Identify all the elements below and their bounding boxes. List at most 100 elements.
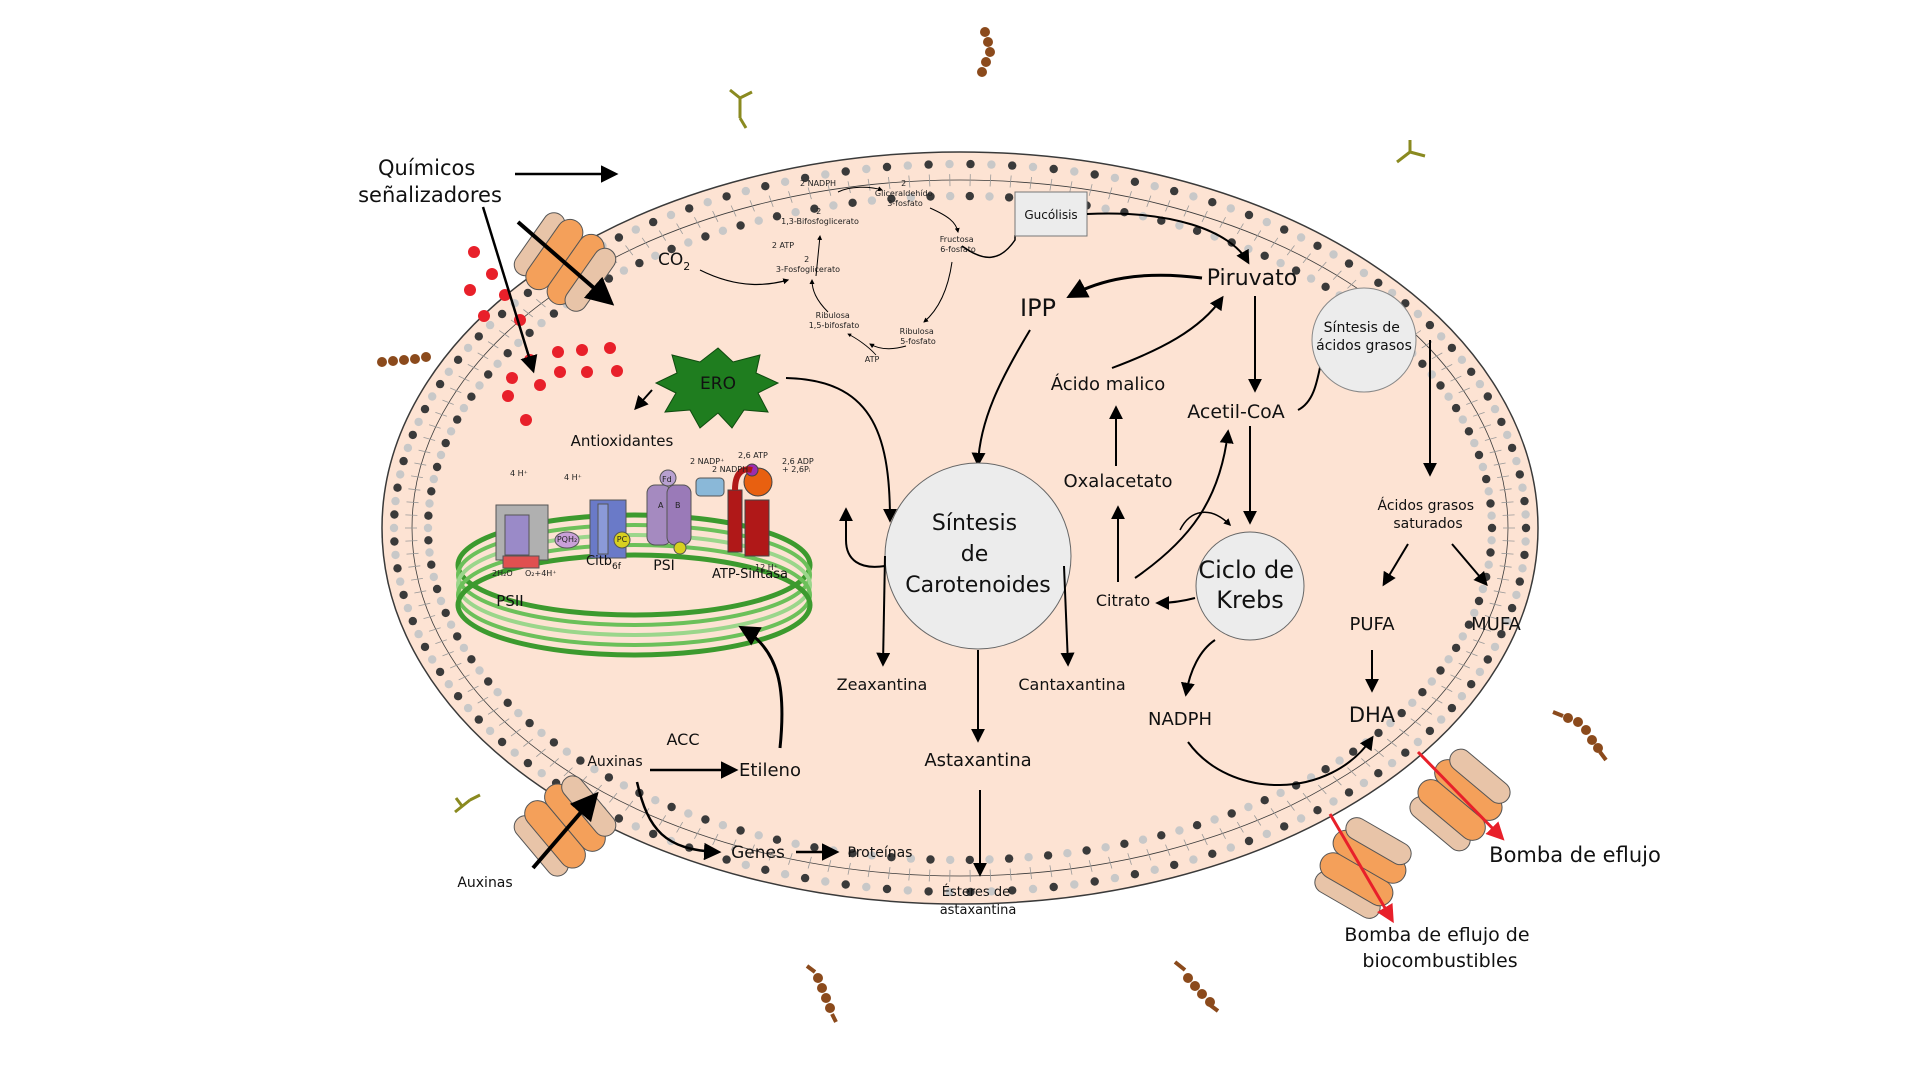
saturated-label: Ácidos grasos saturados	[1378, 497, 1479, 532]
lipid-head-outer	[703, 198, 712, 207]
lipid-head-inner	[667, 244, 676, 254]
signal-arrow-c	[516, 220, 615, 306]
lipid-head-outer	[396, 470, 405, 479]
lipid-head-inner	[736, 221, 745, 230]
lipid-head-outer	[1329, 250, 1338, 259]
lipid-tail	[1009, 868, 1012, 881]
lipid-tail	[989, 869, 992, 882]
lipid-head-inner	[525, 718, 534, 728]
lipid-head-inner	[1486, 499, 1495, 508]
lipid-tail	[676, 821, 684, 833]
lipid-tail	[730, 205, 737, 217]
lipid-tail	[1318, 261, 1327, 272]
lipid-head-inner	[423, 523, 433, 533]
lipid-tail	[423, 437, 436, 441]
lipid-head-outer	[1507, 603, 1517, 613]
lipid-head-outer	[924, 160, 933, 169]
lipid-head-outer	[390, 510, 399, 519]
lipid-head-inner	[537, 728, 546, 738]
lipid-head-inner	[425, 548, 434, 557]
lipid-head-inner	[736, 826, 745, 835]
lipid-head-inner	[906, 193, 916, 202]
lipid-head-inner	[424, 511, 433, 520]
calvin-ribulose15: Ribulosa 1,5-bifosfato	[809, 311, 860, 330]
ipp-label: IPP	[1020, 294, 1056, 322]
lipid-tail	[1183, 205, 1190, 217]
lipid-head-outer	[945, 887, 954, 897]
nadph-small-label: 2 NADPH	[712, 465, 748, 474]
pc-label: PC	[617, 535, 628, 544]
efflux-pump-label: Bomba de eflujo	[1489, 843, 1661, 867]
lipid-head-outer	[420, 642, 430, 652]
lipid-head-outer	[1359, 778, 1369, 788]
lipid-head-inner	[946, 191, 955, 201]
lipid-head-outer	[841, 167, 850, 176]
arrow-malico-piruvato	[1111, 295, 1224, 369]
lipid-tail	[442, 651, 454, 657]
lipid-head-outer	[1401, 748, 1410, 757]
glycolysis-box	[1014, 191, 1088, 237]
lipid-head-outer	[497, 309, 507, 319]
lipid-tail	[1069, 862, 1073, 875]
lipid-head-outer	[1296, 233, 1306, 242]
lipid-head-outer	[396, 577, 405, 586]
efflux-red-arrow	[1416, 750, 1505, 841]
arrow-ipp-carotenoid	[971, 329, 1031, 467]
lipid-tail	[1201, 833, 1208, 846]
lipid-tail	[406, 501, 419, 504]
lipid-tail	[467, 685, 479, 692]
lipid-tail	[908, 868, 911, 881]
lipid-tail	[487, 341, 499, 349]
genes-label: Genes	[731, 843, 785, 863]
lipid-head-outer	[420, 404, 430, 414]
lipid-head-inner	[1486, 548, 1495, 557]
lipid-head-inner	[467, 392, 476, 401]
lipid-tail	[414, 590, 427, 594]
lipid-tail	[1049, 178, 1053, 191]
lipid-head-inner	[926, 192, 935, 201]
lipid-head-inner	[1464, 620, 1474, 629]
h2o-label: 2H₂O	[492, 569, 513, 578]
nadph-label: NADPH	[1148, 709, 1212, 730]
fatty-synth-label: Síntesis de ácidos grasos	[1316, 320, 1412, 354]
lipid-head-inner	[1374, 728, 1383, 738]
arrow-etileno-chloro	[738, 625, 784, 749]
lipid-head-outer	[399, 456, 408, 466]
lipid-head-inner	[446, 427, 456, 436]
lipid-head-inner	[1024, 853, 1033, 862]
lipid-tail	[1270, 808, 1279, 819]
lipid-head-inner	[965, 855, 974, 865]
pc2-molecule	[673, 541, 687, 555]
oxalacetato-label: Oxalacetato	[1063, 471, 1172, 492]
strand-bottom-a	[813, 973, 835, 1013]
lipid-head-outer	[435, 379, 445, 389]
lipid-head-outer	[1329, 797, 1338, 806]
lipid-tail	[641, 808, 650, 819]
lipid-tail	[1431, 352, 1443, 360]
lipid-head-outer	[1130, 177, 1140, 186]
lipid-head-outer	[1049, 882, 1058, 892]
signal-chemicals-label: Químicos señalizadores	[358, 156, 502, 207]
lipid-tail	[1450, 674, 1462, 681]
calvin-ribulose5: Ribulosa 5-fosfato	[900, 327, 937, 346]
lipid-tail	[807, 187, 812, 200]
lipid-head-outer	[391, 496, 400, 506]
lipid-tail	[788, 853, 793, 865]
lipid-head-inner	[684, 238, 693, 247]
lipid-head-inner	[432, 462, 442, 472]
lipid-head-outer	[1437, 332, 1446, 341]
lipid-head-inner	[459, 403, 469, 413]
lipid-head-outer	[821, 877, 830, 886]
lipid-head-inner	[848, 198, 857, 207]
arrow-auxinas-genes	[635, 781, 722, 861]
lipid-tail	[563, 767, 573, 777]
lipid-head-inner	[514, 708, 523, 718]
lipid-tail	[768, 195, 774, 208]
lipid-tail	[1201, 210, 1208, 223]
lipid-head-outer	[1521, 510, 1530, 519]
lipid-tail	[1489, 449, 1502, 454]
calvin-atp2: 2 ATP	[772, 241, 794, 250]
lipid-head-outer	[1170, 186, 1179, 196]
lipid-head-outer	[408, 430, 417, 440]
